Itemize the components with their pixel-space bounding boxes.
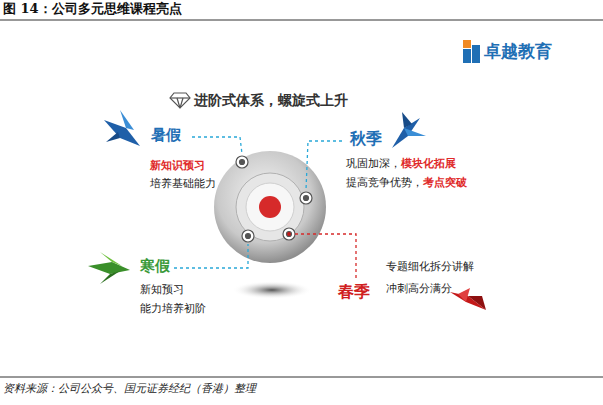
figure-caption: 资料来源：公司公众号、国元证券经纪（香港）整理 xyxy=(3,382,256,395)
top-rule xyxy=(0,20,603,21)
leader-lines xyxy=(174,137,356,280)
brand-logo-text: 卓越教育 xyxy=(484,41,552,61)
season-heading: 秋季 xyxy=(350,129,382,148)
season-point: 能力培养初阶 xyxy=(140,302,206,315)
season-heading: 寒假 xyxy=(140,257,170,275)
season-point: 新知预习 xyxy=(140,283,184,296)
dart-green xyxy=(88,252,130,284)
season-node: 寒假新知预习能力培养初阶 xyxy=(140,257,208,318)
season-point: 专题细化拆分讲解 xyxy=(386,260,474,273)
dart-red xyxy=(450,288,486,310)
diamond-icon xyxy=(170,93,190,108)
dart-blue-right xyxy=(392,112,426,148)
season-point: 提高竞争优势， xyxy=(346,176,423,189)
dart-blue-left xyxy=(104,110,140,146)
season-node: 秋季巩固加深，模块化拓展提高竞争优势，考点突破 xyxy=(346,129,469,192)
season-point: 巩固加深， xyxy=(346,157,401,170)
season-node: 春季 专题细化拆分讲解冲刺高分满分 xyxy=(338,258,476,304)
bottom-rule xyxy=(0,377,603,378)
figure-title: 图 14：公司多元思维课程亮点 xyxy=(3,1,182,17)
system-heading: 进阶式体系，螺旋式上升 xyxy=(194,92,348,109)
target-shadow xyxy=(232,281,312,299)
season-heading: 春季 xyxy=(338,282,370,301)
season-point: 培养基础能力 xyxy=(150,177,216,190)
season-point: 冲刺高分满分 xyxy=(386,282,452,295)
small-rings xyxy=(236,156,312,242)
season-point-highlight: 模块化拓展 xyxy=(401,157,456,170)
season-heading: 暑假 xyxy=(151,126,181,144)
season-point: 新知识预习 xyxy=(150,159,205,172)
target xyxy=(214,151,326,263)
season-point-highlight: 考点突破 xyxy=(423,176,467,189)
season-node: 暑假新知识预习培养基础能力 xyxy=(150,126,218,193)
logo-icon xyxy=(463,40,480,63)
